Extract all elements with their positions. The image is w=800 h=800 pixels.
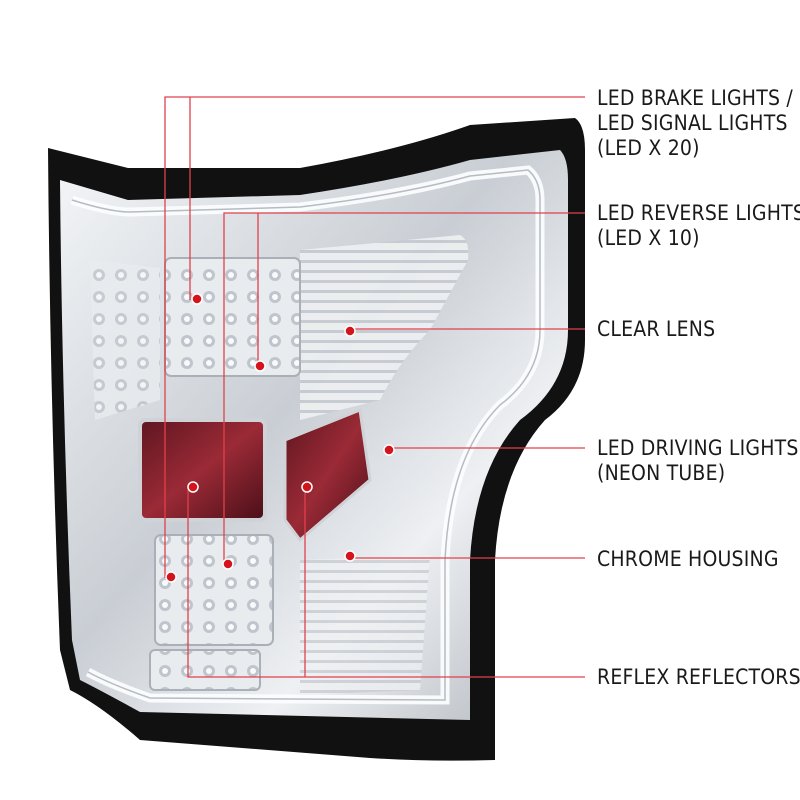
callout-dot: [165, 571, 177, 583]
callout-line-text: (LED X 20): [597, 136, 700, 160]
callout-line-text: LED BRAKE LIGHTS /: [597, 86, 793, 110]
callout-driving-lights: LED DRIVING LIGHTS (NEON TUBE): [597, 436, 799, 486]
callout-dot: [254, 360, 266, 372]
callout-dot: [344, 325, 356, 337]
callout-dots: [165, 293, 395, 583]
callout-lines: [164, 96, 585, 678]
callout-clear-lens: CLEAR LENS: [597, 317, 715, 342]
lower-led-module: [154, 534, 274, 646]
callout-brake-signal-lights: LED BRAKE LIGHTS / LED SIGNAL LIGHTS (LE…: [597, 86, 793, 161]
lower-ribs: [300, 555, 430, 695]
reflector-left: [138, 418, 267, 522]
bottom-led-module: [149, 649, 261, 691]
callout-reverse-lights: LED REVERSE LIGHTS (LED X 10): [597, 201, 800, 251]
reflector-right: [283, 407, 372, 543]
callout-dot: [187, 481, 199, 493]
upper-led-module: [164, 257, 301, 377]
callout-dot: [344, 550, 356, 562]
callout-line-text: REFLEX REFLECTORS: [597, 665, 800, 689]
side-led-cluster: [90, 260, 160, 420]
callout-line-text: LED SIGNAL LIGHTS: [597, 111, 788, 135]
callout-dot: [222, 558, 234, 570]
callout-line-text: LED DRIVING LIGHTS: [597, 436, 799, 460]
callout-line-text: CLEAR LENS: [597, 317, 716, 341]
callout-reflex-reflectors: REFLEX REFLECTORS: [597, 665, 800, 690]
callout-line-text: CHROME HOUSING: [597, 547, 779, 571]
callout-dot: [301, 481, 313, 493]
callout-line-text: (LED X 10): [597, 226, 700, 250]
clear-lens-area: [300, 235, 469, 420]
callout-line-text: (NEON TUBE): [597, 461, 726, 485]
callout-line-text: LED REVERSE LIGHTS: [597, 201, 800, 225]
callout-chrome-housing: CHROME HOUSING: [597, 547, 779, 572]
callout-dot: [191, 293, 203, 305]
callout-dot: [383, 444, 395, 456]
